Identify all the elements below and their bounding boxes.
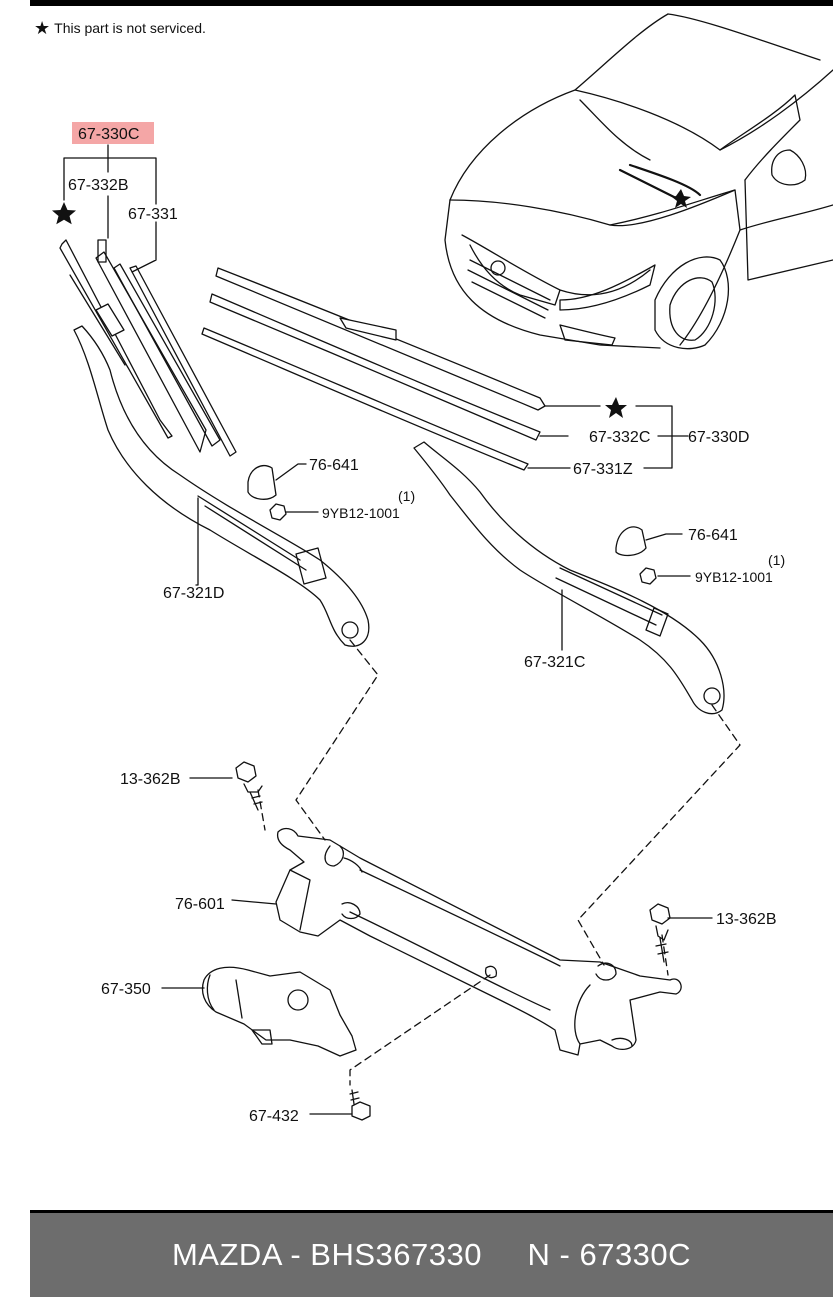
- highlight-box: [72, 122, 154, 144]
- label-motor-bolt: 67-432: [249, 1108, 299, 1125]
- label-motor: 67-350: [101, 981, 151, 998]
- label-linkage: 76-601: [175, 896, 225, 913]
- footer-bar: MAZDA - BHS367330 N - 67330C: [30, 1210, 833, 1297]
- star-icon: [51, 202, 76, 225]
- label-bolt-right: 13-362B: [716, 911, 777, 928]
- label-arm-right: 67-321C: [524, 654, 585, 671]
- top-rule: [30, 0, 833, 6]
- label-nut-right-qty: (1): [768, 552, 785, 568]
- label-cap-left: 76-641: [309, 457, 359, 474]
- vehicle-illustration: [444, 13, 833, 350]
- star-icon: ★: [34, 18, 51, 38]
- label-refill-left: 67-332B: [68, 177, 129, 194]
- label-cap-right: 76-641: [688, 527, 738, 544]
- label-refill-right: 67-332C: [589, 429, 650, 446]
- label-blade-assy-right: 67-330D: [688, 429, 749, 446]
- legend-note-text: This part is not serviced.: [54, 20, 206, 36]
- label-nut-right: 9YB12-1001: [695, 569, 773, 585]
- parts-diagram: 67-330C 67-332B 67-331 67-330D 67-332C 6…: [51, 13, 833, 1125]
- label-nut-left-qty: (1): [398, 488, 415, 504]
- label-arm-left: 67-321D: [163, 585, 224, 602]
- label-nut-left: 9YB12-1001: [322, 505, 400, 521]
- label-blade-right: 67-331Z: [573, 461, 633, 478]
- footer-text: MAZDA - BHS367330 N - 67330C: [171, 1237, 692, 1272]
- label-blade-left: 67-331: [128, 206, 178, 223]
- label-blade-assy-left: 67-330C: [78, 126, 139, 143]
- label-bolt-left: 13-362B: [120, 771, 181, 788]
- legend-note: ★ This part is not serviced.: [34, 19, 206, 37]
